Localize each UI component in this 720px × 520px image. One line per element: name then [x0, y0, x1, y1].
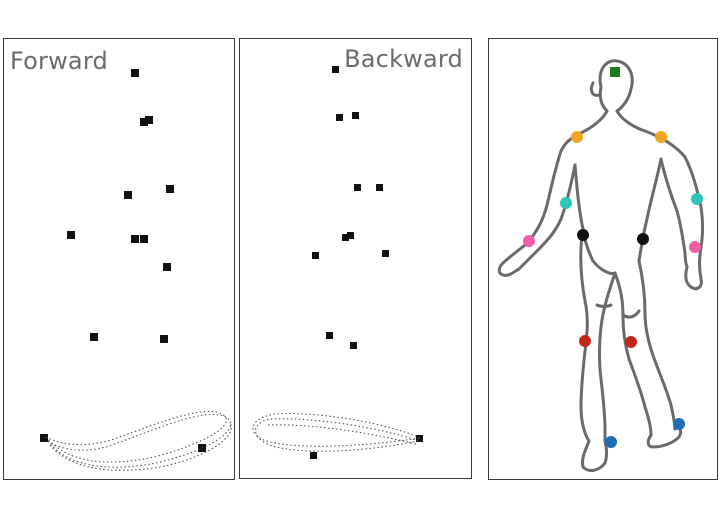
elbow-marker-right — [691, 193, 703, 205]
backward-elbow-marker-left — [354, 184, 361, 191]
backward-wrist-marker-right — [382, 250, 389, 257]
forward-knee-marker-right — [160, 335, 168, 343]
head-marker — [610, 67, 620, 77]
backward-shoulder-marker-left — [336, 114, 343, 121]
backward-shoulder-marker-right — [352, 112, 359, 119]
forward-ankle-marker-left — [40, 434, 48, 442]
knee-marker-right — [625, 336, 637, 348]
wrist-marker-right — [689, 241, 701, 253]
forward-elbow-marker-left — [124, 191, 132, 199]
shoulder-marker-right — [655, 131, 667, 143]
forward-ankle-trajectory — [45, 410, 232, 471]
backward-title: Backward — [344, 45, 463, 73]
backward-wrist-marker-left — [312, 252, 319, 259]
forward-wrist-marker-right — [163, 263, 171, 271]
walking-human-outline-figure — [497, 59, 704, 472]
forward-wrist-marker-left — [67, 231, 75, 239]
forward-shoulder-marker-left — [140, 118, 148, 126]
backward-ankle-trajectory — [252, 413, 421, 452]
forward-shoulder-marker-right — [145, 116, 153, 124]
forward-head-marker — [131, 69, 139, 77]
hip-marker-left — [577, 229, 589, 241]
ankle-marker-right — [673, 418, 685, 430]
forward-elbow-marker-right — [166, 185, 174, 193]
backward-ankle-marker-left — [310, 452, 317, 459]
forward-panel: Forward — [3, 38, 235, 480]
backward-knee-marker-right — [350, 342, 357, 349]
body-marker-panel — [488, 38, 718, 480]
backward-elbow-marker-right — [376, 184, 383, 191]
backward-knee-marker-left — [326, 332, 333, 339]
walking-human-outline-icon — [497, 59, 704, 472]
backward-hip-marker-right — [347, 232, 354, 239]
backward-panel: Backward — [239, 38, 472, 479]
forward-knee-marker-left — [90, 333, 98, 341]
backward-head-marker — [332, 66, 339, 73]
forward-point-light-figure — [40, 69, 232, 471]
backward-hip-marker-left — [342, 234, 349, 241]
forward-title: Forward — [10, 47, 108, 75]
hip-marker-right — [637, 233, 649, 245]
backward-point-light-figure — [252, 66, 423, 459]
wrist-marker-left — [523, 235, 535, 247]
ankle-marker-left — [605, 436, 617, 448]
elbow-marker-left — [560, 197, 572, 209]
shoulder-marker-left — [571, 131, 583, 143]
forward-hip-marker-right — [140, 235, 148, 243]
knee-marker-left — [579, 335, 591, 347]
forward-hip-marker-left — [131, 235, 139, 243]
